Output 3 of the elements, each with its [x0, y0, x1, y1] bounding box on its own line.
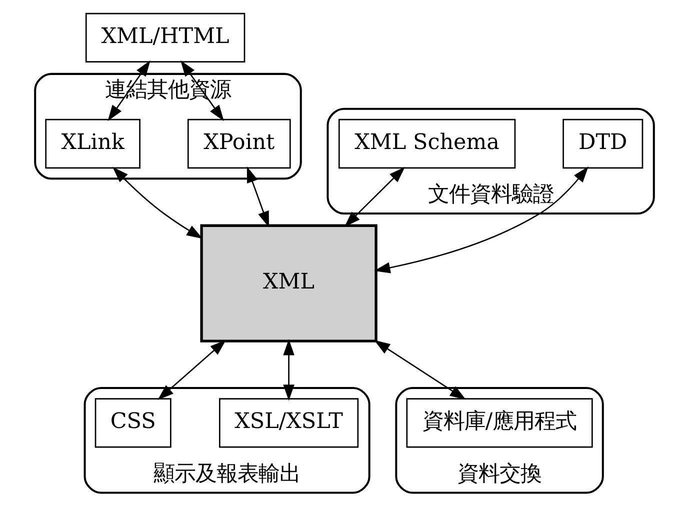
- node-label: 資料交換: [457, 461, 542, 486]
- node-label: 文件資料驗證: [427, 182, 554, 208]
- node-label: 顯示及報表輸出: [153, 461, 300, 486]
